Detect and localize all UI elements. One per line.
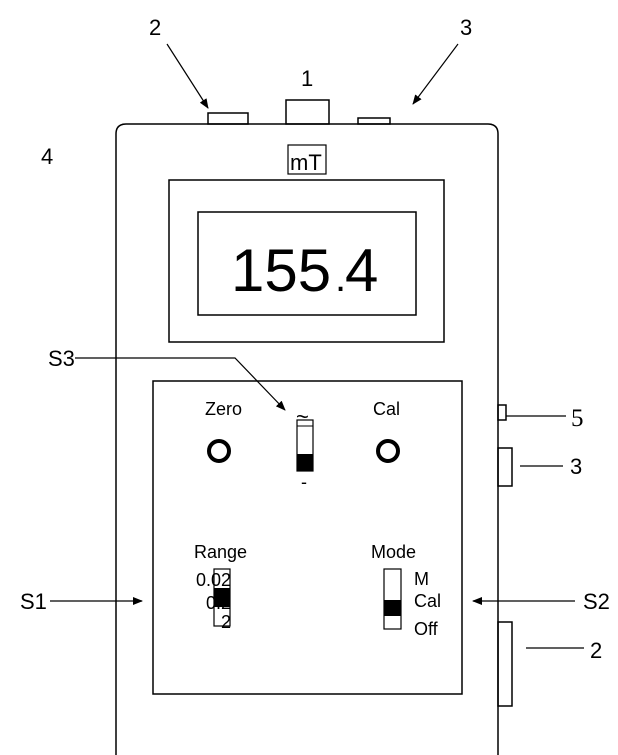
unit-label: mT <box>290 150 322 175</box>
control-panel <box>152 380 463 695</box>
mode-title: Mode <box>371 542 416 562</box>
callout-upper-left: 4 <box>41 144 53 169</box>
display-dec-digit: 4 <box>345 237 378 304</box>
callout-right-mid: 3 <box>570 454 582 479</box>
cal-label: Cal <box>373 399 400 419</box>
top-right-connector <box>357 117 391 125</box>
cal-knob[interactable] <box>376 439 400 463</box>
s2-label: S2 <box>583 589 610 614</box>
right-small-connector <box>497 404 507 421</box>
callout-top-right: 3 <box>460 15 472 40</box>
range-title: Range <box>194 542 247 562</box>
range-option: 2 <box>221 612 231 632</box>
display-int-digits: 155 <box>231 237 331 304</box>
unit-label-box <box>287 144 327 175</box>
s3-top-symbol: ~ <box>296 404 309 429</box>
zero-knob[interactable] <box>207 439 231 463</box>
s3-bottom-symbol: - <box>301 472 307 492</box>
callout-top-left: 2 <box>149 15 161 40</box>
device-body <box>115 123 499 755</box>
mode-option: M <box>414 569 429 589</box>
display-dot: . <box>335 256 346 300</box>
callout-right-small: 5 <box>571 405 584 432</box>
callout-top-center: 1 <box>301 66 313 91</box>
range-option: 0.02 <box>196 570 231 590</box>
mode-option: Cal <box>414 591 441 611</box>
mode-option: Off <box>414 619 439 639</box>
callout-top-right-arrow <box>412 43 459 105</box>
s3-switch-knob <box>297 454 313 471</box>
display-bezel <box>168 179 445 343</box>
right-mid-connector <box>497 447 513 487</box>
display-screen <box>197 211 417 316</box>
callout-top-left-arrow <box>166 43 209 109</box>
mode-switch-knob <box>384 600 401 616</box>
callout-right-low: 2 <box>590 638 602 663</box>
zero-label: Zero <box>205 399 242 419</box>
top-left-connector <box>207 112 249 125</box>
right-low-connector <box>497 621 513 707</box>
s3-leader <box>75 357 286 411</box>
s3-label: S3 <box>48 346 75 371</box>
s1-label: S1 <box>20 589 47 614</box>
top-center-connector <box>285 99 330 125</box>
range-switch-knob <box>214 588 230 607</box>
mode-switch-body[interactable] <box>383 568 402 630</box>
